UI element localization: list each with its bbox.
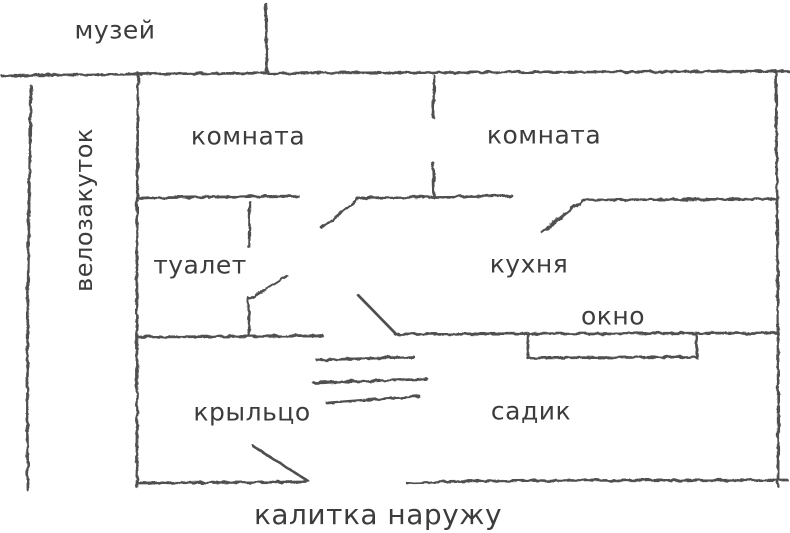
garden-door-swing — [356, 293, 397, 335]
kitchen-door-swing — [540, 199, 584, 234]
label-room-right: комната — [486, 120, 602, 150]
fence-top-wall — [0, 69, 790, 78]
label-bike-nook: велозакуток — [70, 128, 98, 292]
label-gate-outside: калитка наружу — [253, 498, 503, 531]
toilet-right-wall-upper — [247, 200, 252, 249]
fence-spur-museum — [264, 2, 269, 75]
window-right-jamb — [694, 331, 699, 360]
window-sill — [526, 355, 698, 360]
garden-top-wall — [393, 331, 779, 336]
porch-top-wall — [136, 334, 325, 339]
label-museum: музей — [74, 15, 156, 45]
room-divider-upper — [431, 74, 436, 119]
label-garden: садик — [490, 396, 572, 426]
toilet-door-swing — [246, 274, 289, 302]
garden-bottom-wall — [405, 478, 789, 485]
step-line-2 — [312, 377, 429, 385]
house-wall-left — [135, 71, 140, 489]
label-window: окно — [580, 301, 646, 331]
outer-wall-left — [25, 84, 33, 492]
porch-bottom-wall — [136, 480, 308, 485]
toilet-right-wall-lower — [246, 296, 251, 338]
gate-door-swing — [251, 444, 310, 483]
hall-top-wall — [355, 194, 514, 200]
step-line-3 — [325, 394, 421, 405]
label-kitchen: кухня — [489, 249, 569, 279]
kitchen-top-wall — [580, 197, 778, 202]
step-line-1 — [315, 355, 416, 362]
toilet-top-wall — [136, 194, 300, 200]
room-divider-lower — [431, 161, 436, 198]
house-wall-right — [774, 69, 780, 488]
label-room-left: комната — [190, 121, 306, 151]
ink-layer — [0, 2, 790, 492]
label-porch: крыльцо — [193, 397, 311, 427]
label-toilet: туалет — [153, 250, 247, 280]
hall-door-swing — [320, 197, 360, 230]
